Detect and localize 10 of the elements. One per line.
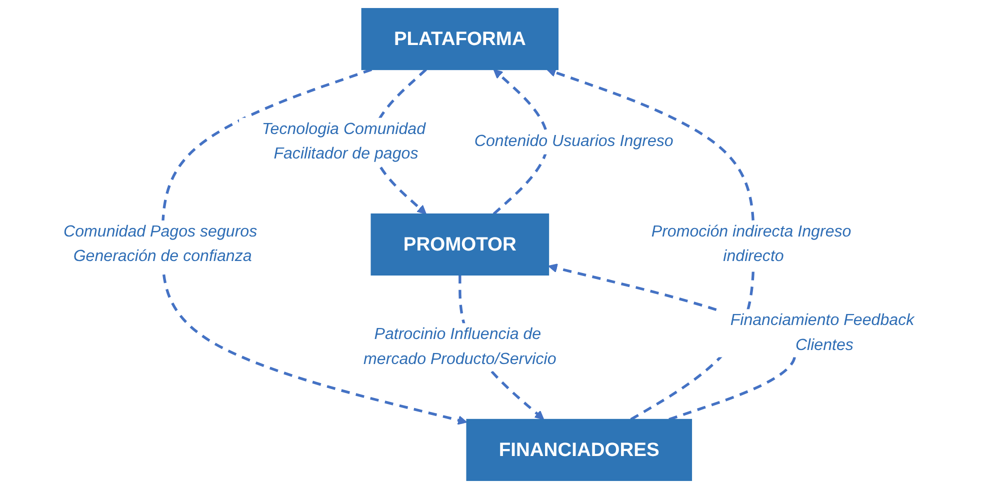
node-box: PROMOTOR <box>370 213 550 276</box>
node-box: PLATAFORMA <box>361 8 559 70</box>
arrow <box>492 69 550 215</box>
edge-label: Patrocinio Influencia de mercado Producto/Servicio <box>364 325 556 368</box>
edge-label: Contenido Usuarios Ingreso <box>474 132 674 150</box>
edge-label: Comunidad Pagos seguros Generación de confianza <box>64 222 258 265</box>
edge-label: Promoción indirecta Ingreso indirecto <box>651 222 852 265</box>
edge-label: Financiamiento Feedback Clientes <box>730 311 914 354</box>
edge-label: Tecnologia Comunidad Facilitador de pagos <box>262 120 426 162</box>
node-box: FINANCIADORES <box>466 418 692 481</box>
